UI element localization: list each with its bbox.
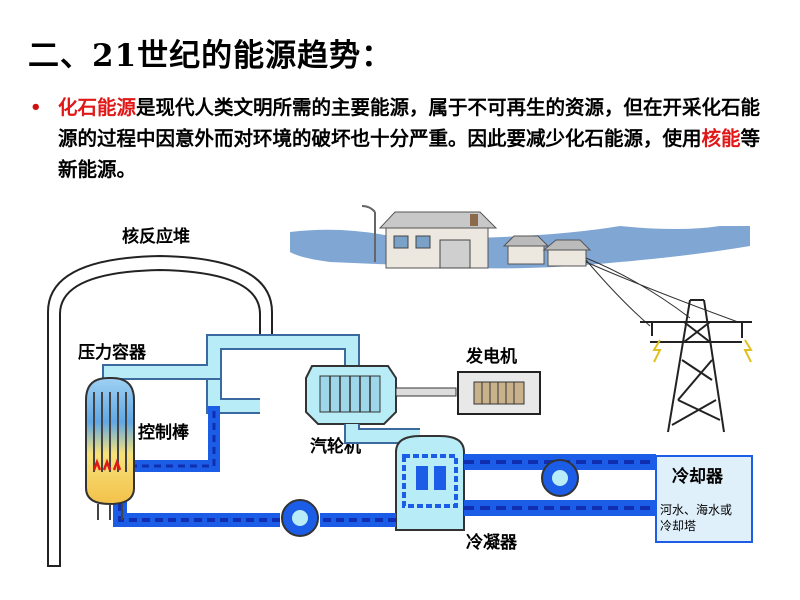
generator-label: 发电机 (465, 346, 517, 367)
highlight-nuclear-energy: 核能 (701, 127, 741, 150)
condenser-illustration (395, 435, 465, 531)
houses-illustration (361, 205, 592, 269)
generator-illustration (457, 371, 541, 415)
turbine-illustration (305, 365, 397, 425)
cooler-description-line1: 河水、海水或 (660, 502, 732, 517)
bullet-paragraph: • 化石能源是现代人类文明所需的主要能源，属于不可再生的资源，但在开采化石能源的… (30, 92, 775, 185)
feedwater-pipe (113, 476, 396, 527)
condenser-label: 冷凝器 (466, 532, 518, 553)
cooler-label: 冷却器 (672, 466, 724, 487)
lightning-right (743, 339, 753, 363)
pressure-vessel-label: 压力容器 (78, 342, 147, 363)
page-title: 二、21世纪的能源趋势： (28, 38, 394, 74)
pressure-vessel-illustration (85, 377, 135, 520)
transmission-tower-illustration (640, 299, 752, 433)
power-lines (585, 257, 739, 327)
cooler-description-line2: 冷却塔 (660, 519, 696, 533)
control-rods-label: 控制棒 (138, 422, 190, 443)
paragraph-text: 化石能源是现代人类文明所需的主要能源，属于不可再生的资源，但在开采化石能源的过程… (58, 92, 775, 185)
paragraph-part-1: 是现代人类文明所需的主要能源，属于不可再生的资源，但在开采化石能源的过程中因意外… (58, 96, 761, 150)
cooler-box (655, 455, 753, 543)
bullet-icon: • (30, 97, 42, 118)
lightning-left (652, 339, 662, 363)
turbine-shaft (395, 387, 457, 397)
reactor-label: 核反应堆 (122, 226, 190, 247)
highlight-fossil-energy: 化石能源 (58, 96, 137, 119)
paragraph-part-2: 等新能源。 (58, 127, 761, 181)
